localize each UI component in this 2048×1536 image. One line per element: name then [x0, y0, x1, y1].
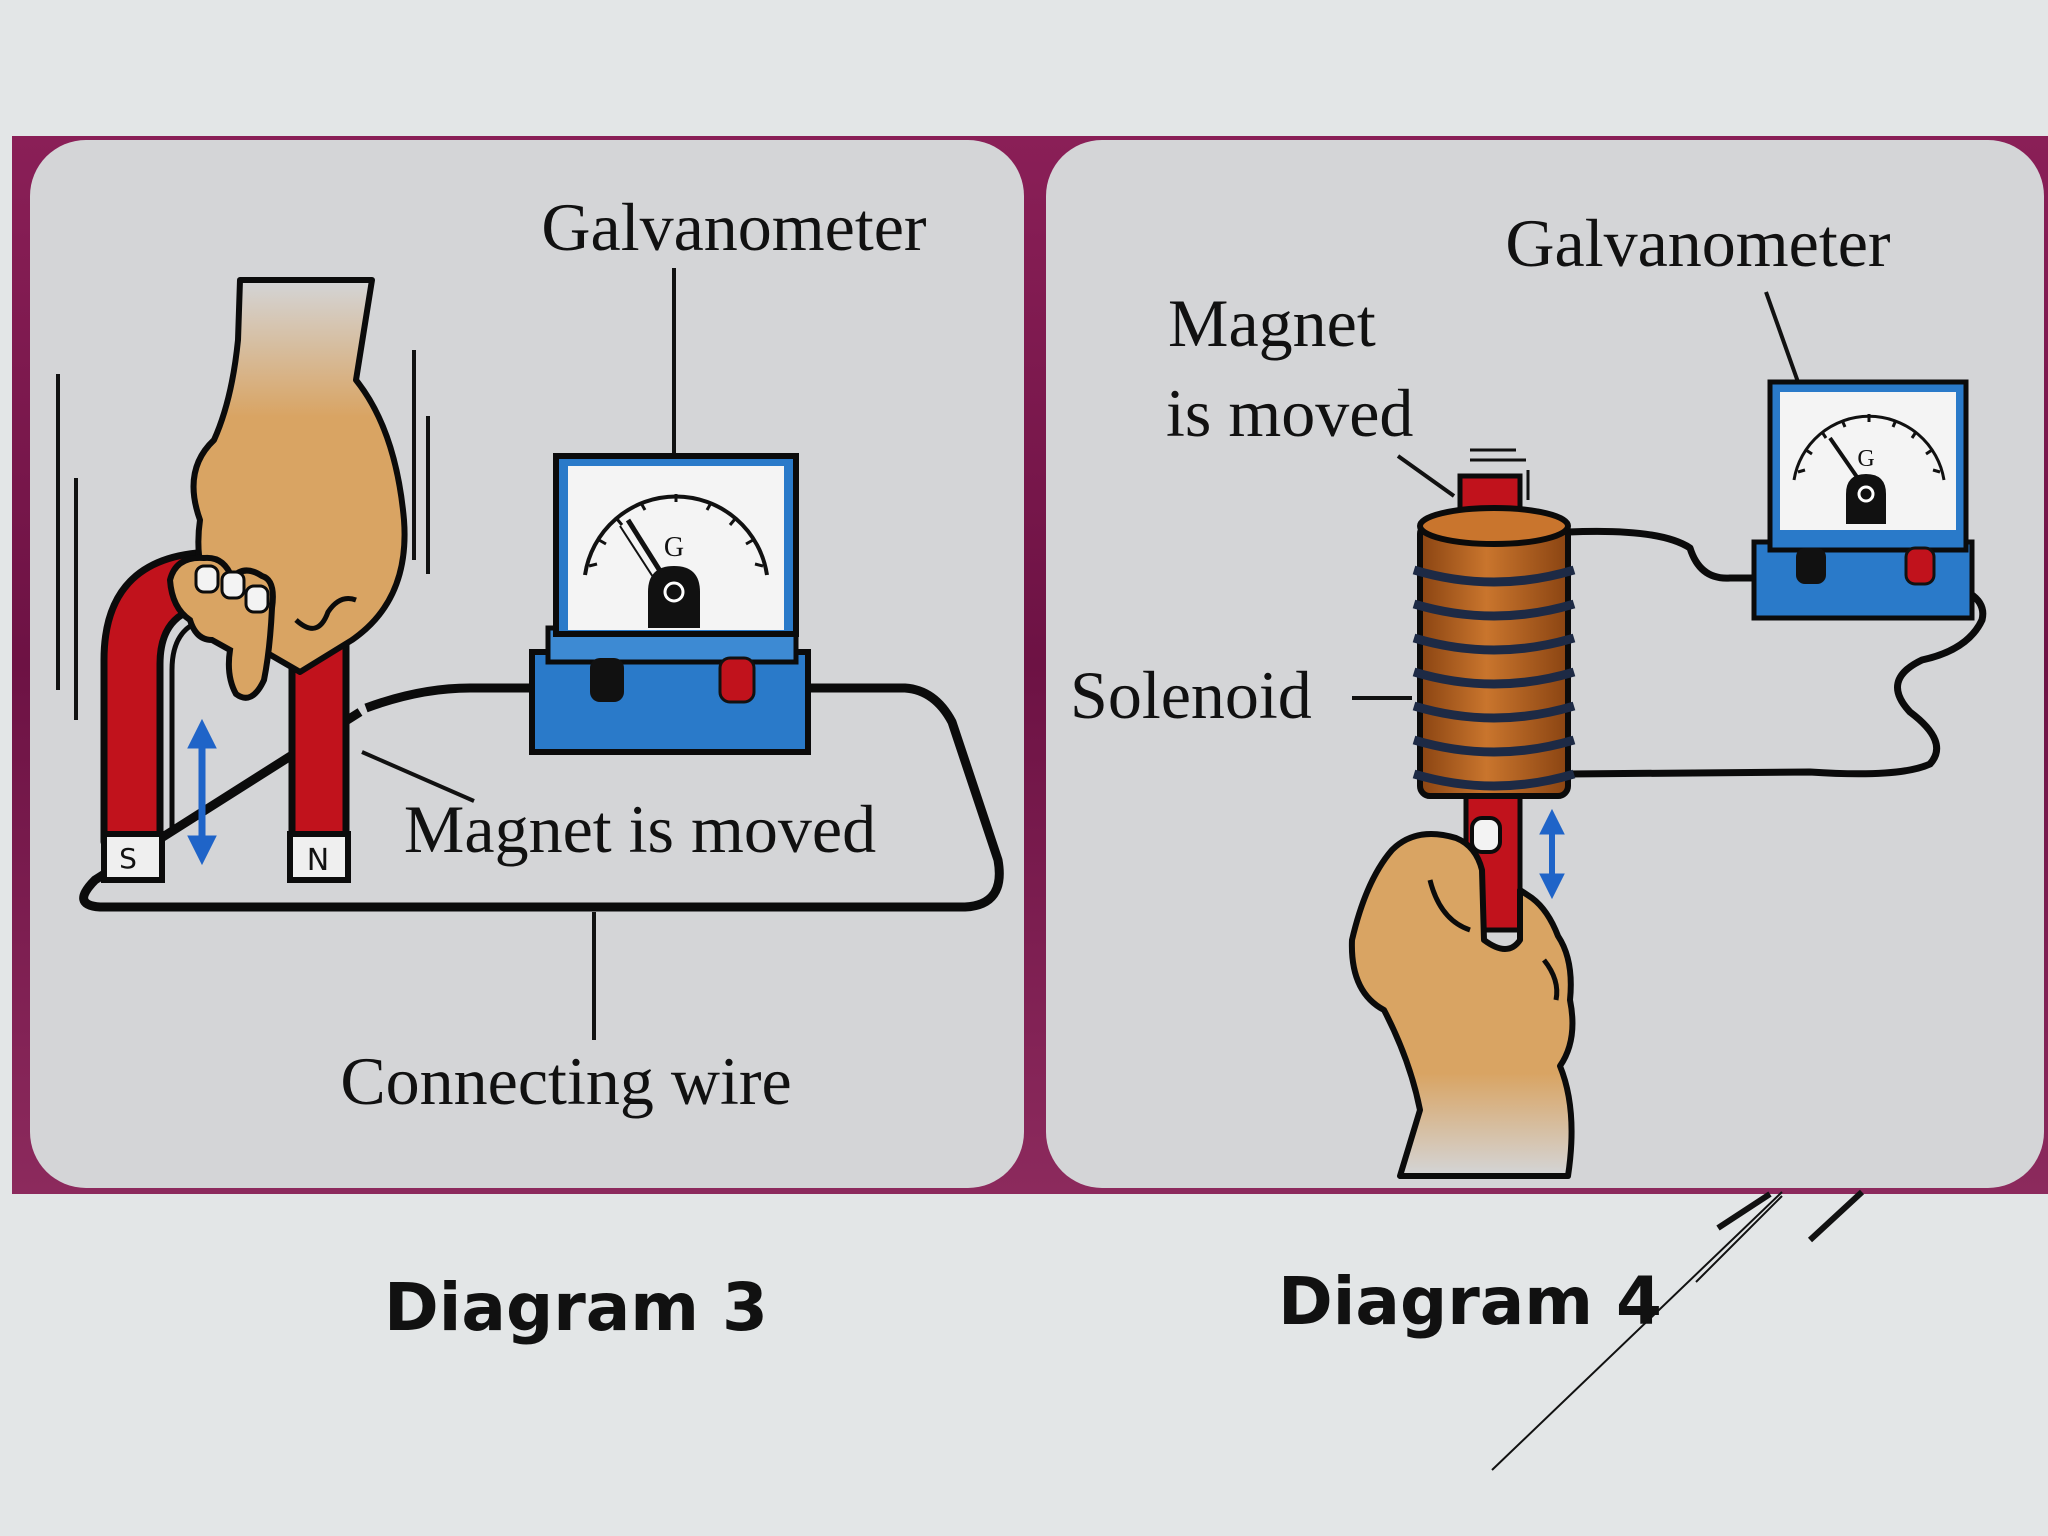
galvanometer-base [529, 649, 811, 755]
solenoid-coil-icon [1412, 505, 1576, 799]
black-terminal-4 [1796, 548, 1826, 584]
hand-icon [166, 277, 408, 701]
diagram-3-panel: G S N [30, 140, 1024, 1188]
pole-n-label: N [307, 843, 329, 878]
galvanometer-pivot [648, 566, 700, 628]
magnet-leader-line [361, 750, 475, 803]
galvanometer-letter-4: G [1857, 446, 1874, 472]
diagram-4-panel: G [1046, 140, 2044, 1188]
galvanometer-letter: G [664, 532, 684, 563]
magnet-label: Magnet is moved [404, 791, 876, 867]
pole-n [287, 831, 351, 883]
double-arrow-icon [1539, 808, 1565, 900]
solenoid-label: Solenoid [1070, 657, 1312, 733]
pole-s-label: S [119, 842, 137, 875]
motion-lines [56, 350, 430, 720]
galvanometer-label-4: Galvanometer [1505, 205, 1891, 281]
black-terminal [590, 658, 624, 702]
decorative-slash-lines [1491, 1189, 1865, 1471]
pole-s [101, 831, 165, 883]
galvanometer-pivot-4 [1846, 474, 1886, 524]
solenoid-top [1417, 505, 1571, 547]
magnet-label-line-1: Magnet [1168, 285, 1376, 361]
magnet-label-line-2: is moved [1166, 375, 1413, 451]
galvanometer-label: Galvanometer [541, 189, 927, 265]
hand-icon [1348, 816, 1576, 1179]
solenoid-wire [1567, 527, 1987, 778]
diagram-4-caption: Diagram 4 [1278, 1263, 1662, 1340]
galvanometer-icon: G [529, 453, 811, 755]
galvanometer-leader-line-4 [1764, 291, 1800, 383]
solenoid-windings [1412, 565, 1576, 791]
red-terminal-4 [1904, 546, 1936, 586]
scale-ticks [588, 494, 764, 568]
red-terminal [718, 656, 756, 704]
diagram-3-caption: Diagram 3 [384, 1269, 768, 1346]
hand-4 [1348, 831, 1576, 1179]
galvanometer-icon: G [1751, 379, 1975, 621]
connecting-wire [79, 683, 1004, 912]
double-arrow-icon [187, 718, 217, 866]
panel-3-background [30, 140, 1024, 1188]
magnet-leader-line-4 [1396, 454, 1456, 498]
wire-label: Connecting wire [340, 1043, 791, 1119]
scale-ticks-4 [1797, 414, 1941, 474]
galvanometer-base-4 [1751, 539, 1975, 621]
